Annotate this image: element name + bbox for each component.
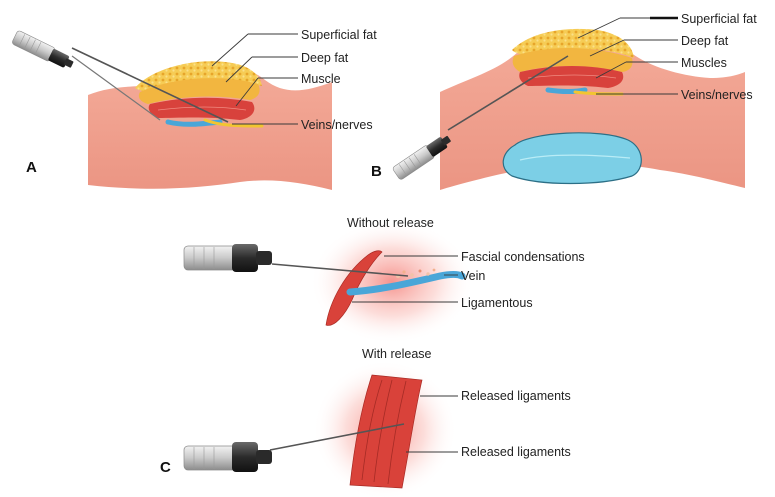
label-veins-nerves-a: Veins/nerves <box>301 118 373 132</box>
label-ligamentous: Ligamentous <box>461 296 533 310</box>
label-fascial-condensations: Fascial condensations <box>461 250 585 264</box>
panel-letter-c: C <box>160 459 171 476</box>
muscle-b <box>519 66 624 88</box>
label-deep-fat-b: Deep fat <box>681 34 729 48</box>
panel-a: Superficial fat Deep fat Muscle Veins/ne… <box>12 28 377 190</box>
deep-fat-b <box>512 48 633 72</box>
label-vein: Vein <box>461 269 485 283</box>
cannula-a <box>12 30 229 123</box>
label-muscles-b: Muscles <box>681 56 727 70</box>
label-veins-nerves-b: Veins/nerves <box>681 88 753 102</box>
nerve-a <box>203 118 264 128</box>
panel-b: Superficial fat Deep fat Muscles Veins/n… <box>371 12 757 190</box>
label-deep-fat-a: Deep fat <box>301 51 349 65</box>
panel-c-without-release: Without release Fascial condensations Ve… <box>183 216 585 344</box>
label-muscle-a: Muscle <box>301 72 341 86</box>
label-superficial-fat-a: Superficial fat <box>301 28 377 42</box>
panel-letter-b: B <box>371 163 382 180</box>
syringe-1 <box>183 244 409 277</box>
title-with-release: With release <box>362 347 432 361</box>
fascial-band <box>325 250 383 326</box>
released-band <box>349 374 423 489</box>
inflammation-glow-1 <box>310 220 474 344</box>
implant-b <box>502 132 642 185</box>
cannula-b <box>392 55 569 180</box>
panel-letter-a: A <box>26 159 37 176</box>
deep-fat-a <box>138 78 260 104</box>
syringe-2 <box>183 423 405 472</box>
vein-b <box>545 87 588 94</box>
label-released-ligaments-top: Released ligaments <box>461 389 571 403</box>
panel-c-with-release: With release Released ligaments Released… <box>160 347 571 497</box>
label-superficial-fat-b: Superficial fat <box>681 12 757 26</box>
label-released-ligaments-bottom: Released ligaments <box>461 445 571 459</box>
